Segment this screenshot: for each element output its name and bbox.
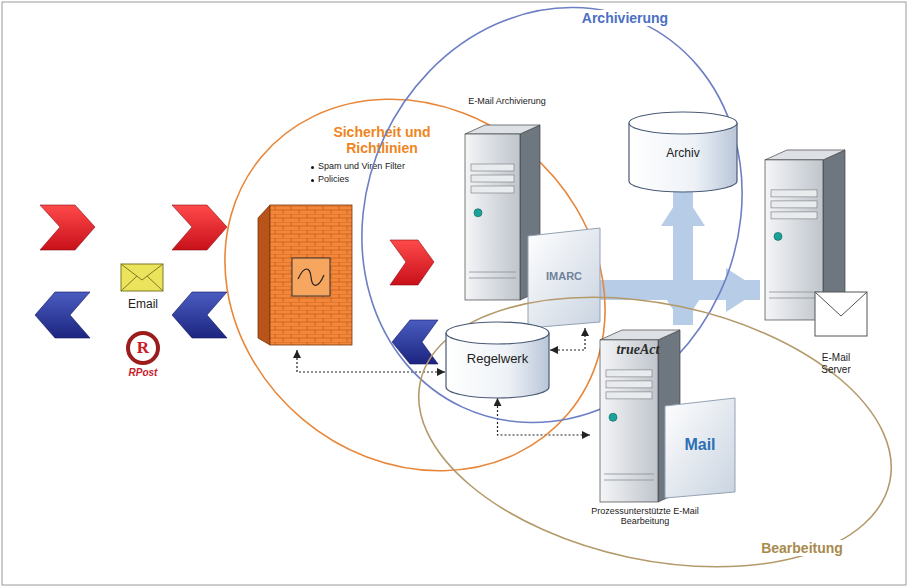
- logo-letter: R: [133, 337, 153, 359]
- node-label: Prozessunterstützte E-Mail Bearbeitung: [578, 506, 712, 527]
- archive-server: E-Mail ArchivierungIMARC: [455, 95, 560, 305]
- node-label: E-Mail Server: [808, 352, 864, 375]
- firewall-wall: [258, 205, 352, 345]
- icon-label: RPost: [113, 367, 173, 379]
- card-panel: [665, 398, 735, 498]
- mail-server: E-Mail Server: [760, 150, 885, 390]
- node-label: Spam und Viren Filter: [318, 161, 410, 171]
- region-outline: [149, 22, 680, 547]
- node-label: Regelwerk: [445, 352, 550, 367]
- firewall: Spam und Viren FilterPolicies: [255, 158, 410, 350]
- node-label: Mail: [668, 436, 732, 454]
- node-label: IMARC: [533, 270, 595, 283]
- imarc-card: IMARC: [528, 228, 600, 328]
- inbound-chevrons: [40, 205, 434, 285]
- envelope-icon: [121, 264, 163, 291]
- bullet-dot: [311, 166, 314, 169]
- database-cylinder: [629, 112, 737, 192]
- mail-card: Mail: [665, 398, 735, 498]
- node-label: E-Mail Archivierung: [465, 96, 549, 106]
- rpost-logo: [128, 333, 158, 363]
- database-cylinder: [446, 322, 549, 398]
- archiving-region: ArchivierungE-Mail ArchivierungIMARCArch…: [367, 3, 737, 427]
- outbound-chevrons: [35, 292, 438, 364]
- node-label: Archivierung: [568, 10, 682, 26]
- card-panel: [528, 228, 600, 328]
- icon-label: Email: [118, 298, 168, 312]
- node-label: Archiv: [628, 147, 738, 161]
- rule-link: [297, 350, 445, 372]
- node-label: Policies: [318, 174, 410, 184]
- rule-link: [550, 328, 585, 350]
- bullet-dot: [311, 179, 314, 182]
- node-shape: [255, 158, 410, 350]
- rule-store: Regelwerk: [445, 322, 550, 398]
- envelope-icon: [815, 292, 867, 336]
- node-label: trueAct: [602, 342, 674, 358]
- archive-store: Archiv: [628, 112, 738, 192]
- region-outline: [394, 257, 909, 588]
- node-shape: [367, 3, 737, 427]
- trueact-server: trueActProzessunterstützte E-Mail Bearbe…: [590, 325, 705, 540]
- node-label: Bearbeitung: [750, 540, 854, 556]
